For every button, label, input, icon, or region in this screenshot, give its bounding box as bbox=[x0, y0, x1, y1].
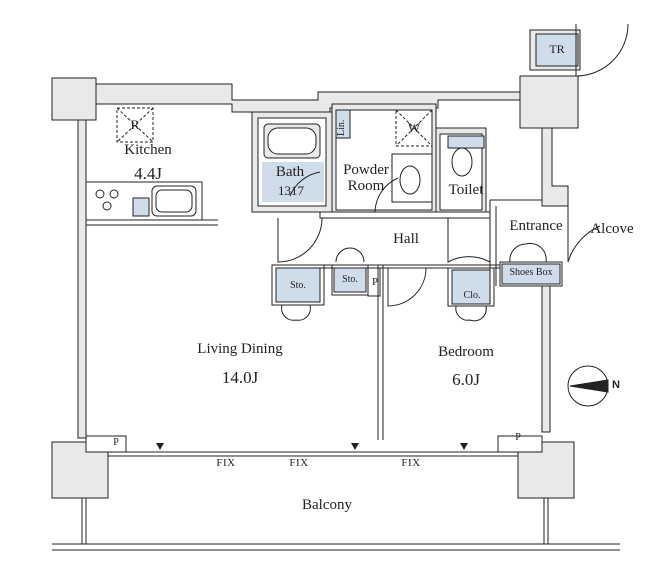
trunk-room-label: TR bbox=[549, 42, 565, 56]
outer-walls bbox=[51, 29, 581, 499]
fix-window-1: FIX bbox=[216, 457, 236, 469]
fixtures bbox=[85, 107, 561, 305]
kitchen-label: Kitchen bbox=[124, 142, 172, 158]
linen-label: Lin. bbox=[336, 119, 347, 136]
powder-room-label-line1: Powder bbox=[343, 162, 389, 178]
balcony bbox=[52, 435, 620, 551]
kitchen-area: 4.4J bbox=[134, 164, 162, 183]
window-marker-2 bbox=[351, 443, 359, 450]
powder-room-label-line2: Room bbox=[347, 178, 385, 194]
fix-window-3: FIX bbox=[401, 457, 421, 469]
washer-label: W bbox=[407, 120, 421, 135]
pipe-space-se-label: P bbox=[515, 432, 521, 443]
closet-label: Clo. bbox=[463, 290, 481, 301]
fix-window-2: FIX bbox=[289, 457, 309, 469]
shoes-box-label: Shoes Box bbox=[509, 267, 553, 278]
bath-size: 1317 bbox=[278, 183, 304, 198]
refrigerator-label: R bbox=[130, 117, 140, 132]
storage-left-label: Sto. bbox=[290, 280, 306, 291]
window-marker-1 bbox=[156, 443, 164, 450]
storage-hall-label: Sto. bbox=[342, 274, 358, 285]
living-dining-area: 14.0J bbox=[221, 368, 259, 387]
bedroom-label: Bedroom bbox=[438, 344, 494, 360]
window-marker-3 bbox=[460, 443, 468, 450]
balcony-label: Balcony bbox=[302, 497, 352, 513]
doors bbox=[277, 23, 629, 322]
compass-north-label: N bbox=[612, 379, 620, 391]
toilet-label: Toilet bbox=[448, 182, 484, 198]
hall-label: Hall bbox=[393, 231, 419, 247]
pipe-space-sw-label: P bbox=[113, 437, 119, 448]
entrance-label: Entrance bbox=[509, 218, 563, 234]
alcove-label: Alcove bbox=[590, 221, 634, 237]
bath-label: Bath bbox=[275, 164, 305, 180]
bedroom-area: 6.0J bbox=[452, 370, 480, 389]
living-dining-label: Living Dining bbox=[197, 341, 283, 357]
compass bbox=[567, 365, 609, 407]
pipe-space-label: P bbox=[371, 276, 379, 288]
